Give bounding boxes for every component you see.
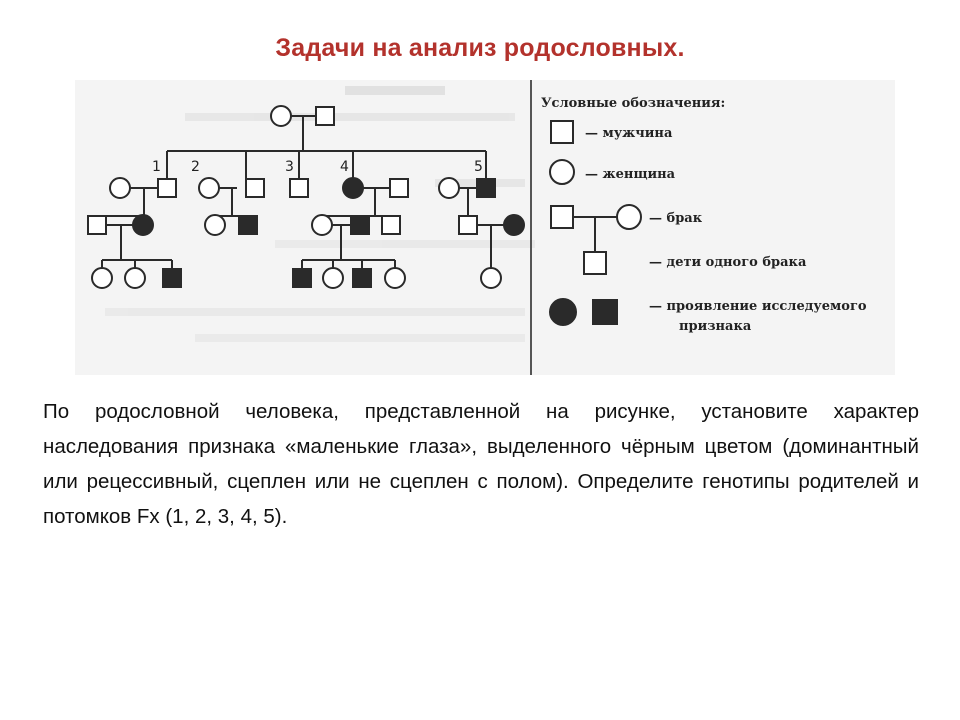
gen2-female-5 <box>438 177 460 199</box>
gen3-a-female-affected <box>132 214 154 236</box>
gen1-female <box>270 105 292 127</box>
legend-trait-label-line2: признака <box>679 319 752 334</box>
gen3-d-male <box>458 215 478 235</box>
gen-number-4: 4 <box>340 159 349 175</box>
legend-trait-label-line1: — проявление исследуемого <box>649 299 867 314</box>
gen3-c-female <box>311 214 333 236</box>
gen3-c-male-2 <box>381 215 401 235</box>
pedigree-svg: 1 2 3 4 5 <box>87 80 867 375</box>
gen4-c-female-2 <box>384 267 406 289</box>
gen4-a-female-2 <box>124 267 146 289</box>
gen3-a-male <box>87 215 107 235</box>
gen2-male-3 <box>289 178 309 198</box>
legend-marriage-male-icon <box>550 205 574 229</box>
pedigree-figure: 1 2 3 4 5 <box>75 80 895 375</box>
legend-marriage-female-icon <box>616 204 642 230</box>
task-text: По родословной человека, представленной … <box>43 400 919 528</box>
gen4-a-male-affected <box>162 268 182 288</box>
legend-marriage-label: — брак <box>649 211 703 226</box>
legend-female-circle-icon <box>549 159 575 185</box>
gen2-male-4 <box>389 178 409 198</box>
gen2-female-1 <box>109 177 131 199</box>
gen2-female-4-affected <box>342 177 364 199</box>
gen3-d-female-affected <box>503 214 525 236</box>
legend-male-label: — мужчина <box>585 126 673 141</box>
legend-children-label: — дети одного брака <box>649 255 807 270</box>
gen2-female-2 <box>198 177 220 199</box>
gen2-male-1 <box>157 178 177 198</box>
legend-female-label: — женщина <box>585 167 676 182</box>
gen-number-1: 1 <box>152 159 161 175</box>
legend-affected-circle-icon <box>549 298 577 326</box>
legend-affected-square-icon <box>592 299 618 325</box>
gen4-d-female <box>480 267 502 289</box>
gen4-c-male-affected-1 <box>292 268 312 288</box>
gen4-c-male-affected-2 <box>352 268 372 288</box>
legend-child-square-icon <box>583 251 607 275</box>
pedigree-chart: 1 2 3 4 5 <box>87 105 525 289</box>
gen-number-2: 2 <box>191 159 200 175</box>
slide-title: Задачи на анализ родословных. <box>275 34 685 62</box>
gen1-male <box>315 106 335 126</box>
gen3-c-male-affected <box>350 215 370 235</box>
gen3-b-female <box>204 214 226 236</box>
gen2-male-2 <box>245 178 265 198</box>
legend-heading: Условные обозначения: <box>541 96 725 111</box>
gen-number-5: 5 <box>474 159 483 175</box>
gen4-a-female-1 <box>91 267 113 289</box>
legend-male-square-icon <box>550 120 574 144</box>
gen2-male-5-affected <box>476 178 496 198</box>
legend: Условные обозначения: — мужчина — женщин… <box>541 96 867 334</box>
gen4-c-female-1 <box>322 267 344 289</box>
gen3-b-male-affected <box>238 215 258 235</box>
gen-number-3: 3 <box>285 159 294 175</box>
